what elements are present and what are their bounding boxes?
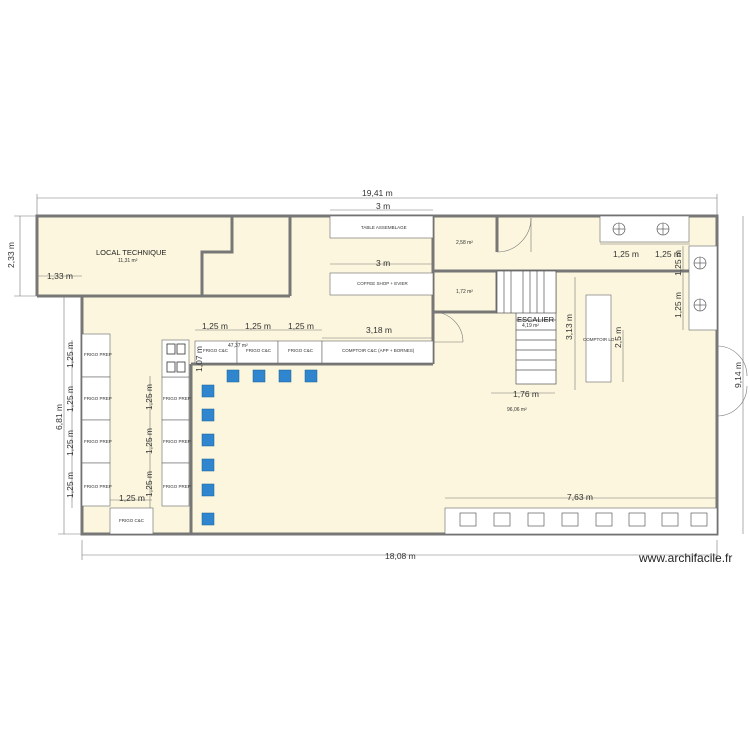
dim-bottom-width: 18,08 m <box>385 551 416 561</box>
dim-bottom-763: 7,63 m <box>567 492 593 502</box>
label-frigo-prep-2: FRIGO PREP <box>84 396 112 401</box>
dim-frigo-125-b: 1,25 m <box>245 321 271 331</box>
dim-frigo-prep-125-b: 1,25 m <box>65 386 75 412</box>
label-frigo-prep-6: FRIGO PREP <box>163 439 191 444</box>
dim-cooktop-125-a: 1,25 m <box>613 249 639 259</box>
dim-frigo-125-bottom: 1,25 m <box>119 493 145 503</box>
area-small-top: 2,58 m² <box>456 240 473 246</box>
dim-cooktop-125-b: 1,25 m <box>655 249 681 259</box>
dim-frigo-125-c: 1,25 m <box>288 321 314 331</box>
area-small-mid: 1,72 m² <box>456 289 473 295</box>
dim-cooktop-125-d: 1,25 m <box>673 292 683 318</box>
dim-frigo-125-a: 1,25 m <box>202 321 228 331</box>
label-frigo-cec-2: FRIGO C&C <box>246 348 272 353</box>
dim-stair-313: 3,13 m <box>564 314 574 340</box>
label-frigo-prep-1: FRIGO PREP <box>84 352 112 357</box>
label-frigo-cec-1: FRIGO C&C <box>203 348 229 353</box>
blue-stools <box>201 369 318 526</box>
label-comptoir-lo: COMPTOIR LO <box>583 337 615 342</box>
dim-frigo-prep-125-e: 1,25 m <box>144 384 154 410</box>
chair-icons <box>166 343 186 373</box>
room-escalier: ESCALIER <box>517 315 555 324</box>
dim-cooktop-125-c: 1,25 m <box>673 250 683 276</box>
dim-frigo-prep-125-g: 1,25 m <box>144 471 154 497</box>
dim-table-3m-b: 3 m <box>376 258 390 268</box>
label-frigo-prep-5: FRIGO PREP <box>163 396 191 401</box>
dim-frigo-107: 1,07 m <box>194 346 204 372</box>
dim-left-height-main: 6,81 m <box>54 404 64 430</box>
label-frigo-cec-4: FRIGO C&C <box>119 518 145 523</box>
area-main: 96,06 m² <box>507 407 527 413</box>
dim-frigo-prep-125-c: 1,25 m <box>65 430 75 456</box>
label-frigo-cec-3: FRIGO C&C <box>288 348 314 353</box>
cooktop-icons <box>612 222 707 312</box>
label-frigo-prep-4: FRIGO PREP <box>84 484 112 489</box>
dim-local-tech-offset: 1,33 m <box>47 271 73 281</box>
dim-frigo-prep-125-d: 1,25 m <box>65 472 75 498</box>
dim-table-3m-a: 3 m <box>376 201 390 211</box>
display-case-icons <box>459 512 708 527</box>
area-escalier: 4,19 m² <box>522 323 539 329</box>
dim-left-height-top: 2,33 m <box>6 242 16 268</box>
label-coffee-shop: COFFEE SHOP + EVIER <box>357 281 409 286</box>
dim-right-height: 9,14 m <box>733 362 743 388</box>
dim-comptoir-318: 3,18 m <box>366 325 392 335</box>
label-table-assemblage: TABLE ASSEMBLAGE <box>361 225 407 230</box>
label-frigo-prep-7: FRIGO PREP <box>163 484 191 489</box>
area-local-technique: 11,31 m² <box>118 258 138 264</box>
label-comptoir-cec: COMPTOIR C&C (APP + BORNES) <box>342 348 415 353</box>
dim-stair-176: 1,76 m <box>513 389 539 399</box>
watermark-text: www.archifacile.fr <box>639 551 733 565</box>
dim-frigo-prep-125-f: 1,25 m <box>144 428 154 454</box>
outside-zones <box>37 296 82 536</box>
room-local-technique: LOCAL TECHNIQUE <box>96 248 166 257</box>
dim-frigo-prep-125-a: 1,25 m <box>65 342 75 368</box>
area-left-zone: 47,37 m² <box>228 343 248 349</box>
dim-total-width: 19,41 m <box>362 188 393 198</box>
staircase <box>496 270 557 385</box>
dim-comptoir-lo-25: 2,5 m <box>613 327 623 348</box>
dimension-lines <box>14 194 744 560</box>
doors <box>432 217 748 417</box>
label-frigo-prep-3: FRIGO PREP <box>84 439 112 444</box>
